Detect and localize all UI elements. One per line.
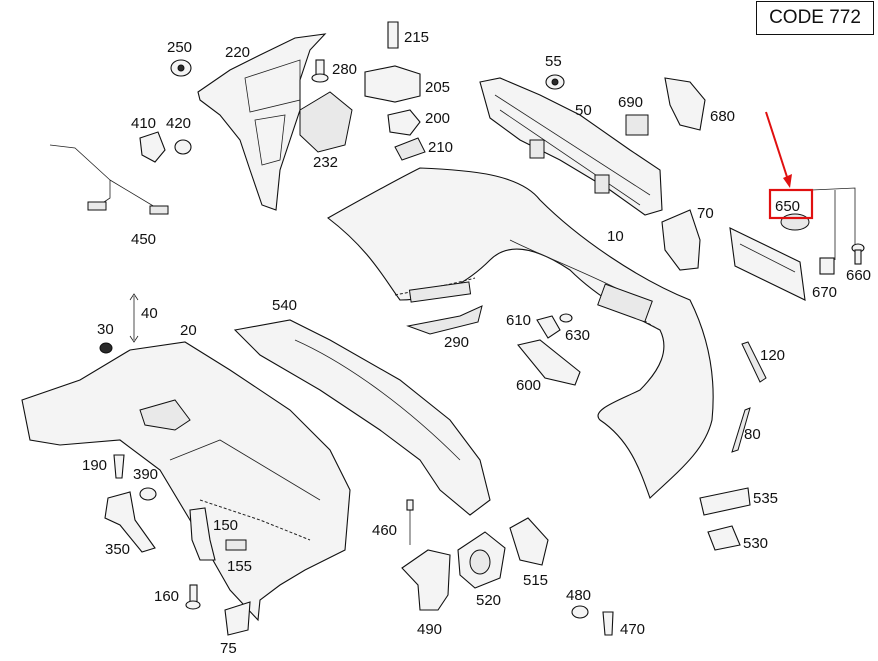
label-660: 660 <box>846 267 871 284</box>
label-540: 540 <box>272 297 297 314</box>
part-220-bracket[interactable] <box>197 33 327 211</box>
label-80: 80 <box>744 426 761 443</box>
part-150-bracket[interactable] <box>189 507 216 561</box>
part-460-pin[interactable] <box>406 499 414 545</box>
label-55: 55 <box>545 53 562 70</box>
label-150: 150 <box>213 517 238 534</box>
label-220: 220 <box>225 44 250 61</box>
part-450-wiring[interactable] <box>49 144 169 215</box>
part-670-nut[interactable] <box>819 257 835 275</box>
label-75: 75 <box>220 640 237 657</box>
part-530-clip[interactable] <box>707 525 741 551</box>
part-215-clip[interactable] <box>387 21 399 49</box>
label-390: 390 <box>133 466 158 483</box>
label-200: 200 <box>425 110 450 127</box>
label-50: 50 <box>575 102 592 119</box>
highlight-box <box>768 188 814 220</box>
part-610-bracket[interactable] <box>536 315 561 339</box>
part-600-reflector[interactable] <box>517 339 581 386</box>
part-232-plate[interactable]: 232 <box>299 91 353 171</box>
label-670: 670 <box>812 284 837 301</box>
part-410-sensor[interactable] <box>139 131 166 163</box>
label-10: 10 <box>607 228 624 245</box>
label-40: 40 <box>141 305 158 322</box>
part-680-bracket[interactable] <box>664 77 706 131</box>
part-160-screw[interactable] <box>185 584 201 610</box>
part-630-screw[interactable] <box>559 313 573 323</box>
label-515: 515 <box>523 572 548 589</box>
label-630: 630 <box>565 327 590 344</box>
label-680: 680 <box>710 108 735 125</box>
label-215: 215 <box>404 29 429 46</box>
part-390-cap[interactable] <box>139 487 157 501</box>
label-520: 520 <box>476 592 501 609</box>
part-75-clip[interactable] <box>224 601 251 636</box>
label-250: 250 <box>167 39 192 56</box>
label-690: 690 <box>618 94 643 111</box>
part-515-frame[interactable] <box>509 517 549 566</box>
part-70-absorber[interactable] <box>661 209 701 271</box>
part-280-screw[interactable] <box>311 59 329 83</box>
label-650: 650 <box>775 198 800 215</box>
part-40-spacer[interactable] <box>129 293 139 343</box>
part-20-diffuser[interactable] <box>21 341 351 622</box>
label-420: 420 <box>166 115 191 132</box>
label-155: 155 <box>227 558 252 575</box>
part-30-nut[interactable] <box>99 342 113 354</box>
label-290: 290 <box>444 334 469 351</box>
label-600: 600 <box>516 377 541 394</box>
part-50-carrier[interactable] <box>479 77 663 216</box>
part-155-clip[interactable] <box>225 539 247 551</box>
part-10-bumper-cover[interactable] <box>327 167 714 499</box>
label-410: 410 <box>131 115 156 132</box>
label-610: 610 <box>506 312 531 329</box>
label-280: 280 <box>332 61 357 78</box>
part-55-cap[interactable] <box>545 74 565 90</box>
label-120: 120 <box>760 347 785 364</box>
part-660-screw[interactable] <box>851 243 865 265</box>
label-30: 30 <box>97 321 114 338</box>
part-210-clip[interactable] <box>394 137 426 161</box>
part-80-strip[interactable] <box>731 407 751 453</box>
part-350-bracket[interactable] <box>104 491 156 553</box>
label-205: 205 <box>425 79 450 96</box>
label-350: 350 <box>105 541 130 558</box>
part-540-trim[interactable] <box>233 319 491 516</box>
part-290-trim[interactable] <box>406 305 483 335</box>
part-490-bracket[interactable] <box>401 549 451 611</box>
label-210: 210 <box>428 139 453 156</box>
code-label: CODE 772 <box>756 1 874 35</box>
part-420-ring[interactable] <box>174 139 192 155</box>
part-690-pad[interactable] <box>625 114 649 136</box>
part-470-clip[interactable] <box>602 611 614 636</box>
label-232: 232 <box>313 154 338 171</box>
part-120-strip[interactable] <box>741 341 767 383</box>
label-530: 530 <box>743 535 768 552</box>
label-480: 480 <box>566 587 591 604</box>
part-535-bracket[interactable] <box>699 487 751 516</box>
label-490: 490 <box>417 621 442 638</box>
label-70: 70 <box>697 205 714 222</box>
part-520-housing[interactable] <box>457 531 506 589</box>
highlight-arrow <box>765 111 792 188</box>
label-460: 460 <box>372 522 397 539</box>
part-250-cap[interactable] <box>170 59 192 77</box>
label-160: 160 <box>154 588 179 605</box>
part-205-bracket[interactable] <box>364 65 421 103</box>
label-470: 470 <box>620 621 645 638</box>
label-535: 535 <box>753 490 778 507</box>
part-200-clip[interactable] <box>387 109 421 136</box>
label-190: 190 <box>82 457 107 474</box>
label-450: 450 <box>131 231 156 248</box>
label-20: 20 <box>180 322 197 339</box>
part-480-grommet[interactable] <box>571 605 589 619</box>
part-190-clip[interactable] <box>113 454 125 479</box>
